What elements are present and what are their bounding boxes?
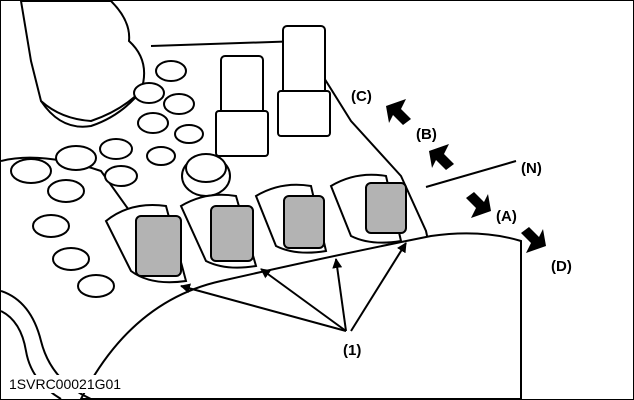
callout-c: (C) (351, 88, 372, 105)
figure-code: 1SVRC00021G01 (7, 375, 124, 393)
callout-b: (B) (416, 126, 437, 143)
arrow-d-icon (521, 227, 546, 253)
arrow-c-icon (386, 99, 411, 125)
callout-n: (N) (521, 160, 542, 177)
joystick-shape (19, 1, 145, 128)
panel-buttons (10, 60, 204, 298)
control-levers (104, 173, 407, 284)
callout-d: (D) (551, 258, 572, 275)
arrow-b-icon (429, 144, 454, 170)
arrow-a-icon (466, 192, 491, 218)
callout-1: (1) (343, 342, 362, 359)
front-cover (1, 232, 522, 399)
toggle-switches (215, 25, 331, 157)
rotary-knob (181, 153, 231, 197)
neutral-line (425, 160, 517, 188)
leader-lines (180, 242, 407, 332)
callout-a: (A) (496, 208, 517, 225)
direction-arrows (386, 99, 546, 253)
